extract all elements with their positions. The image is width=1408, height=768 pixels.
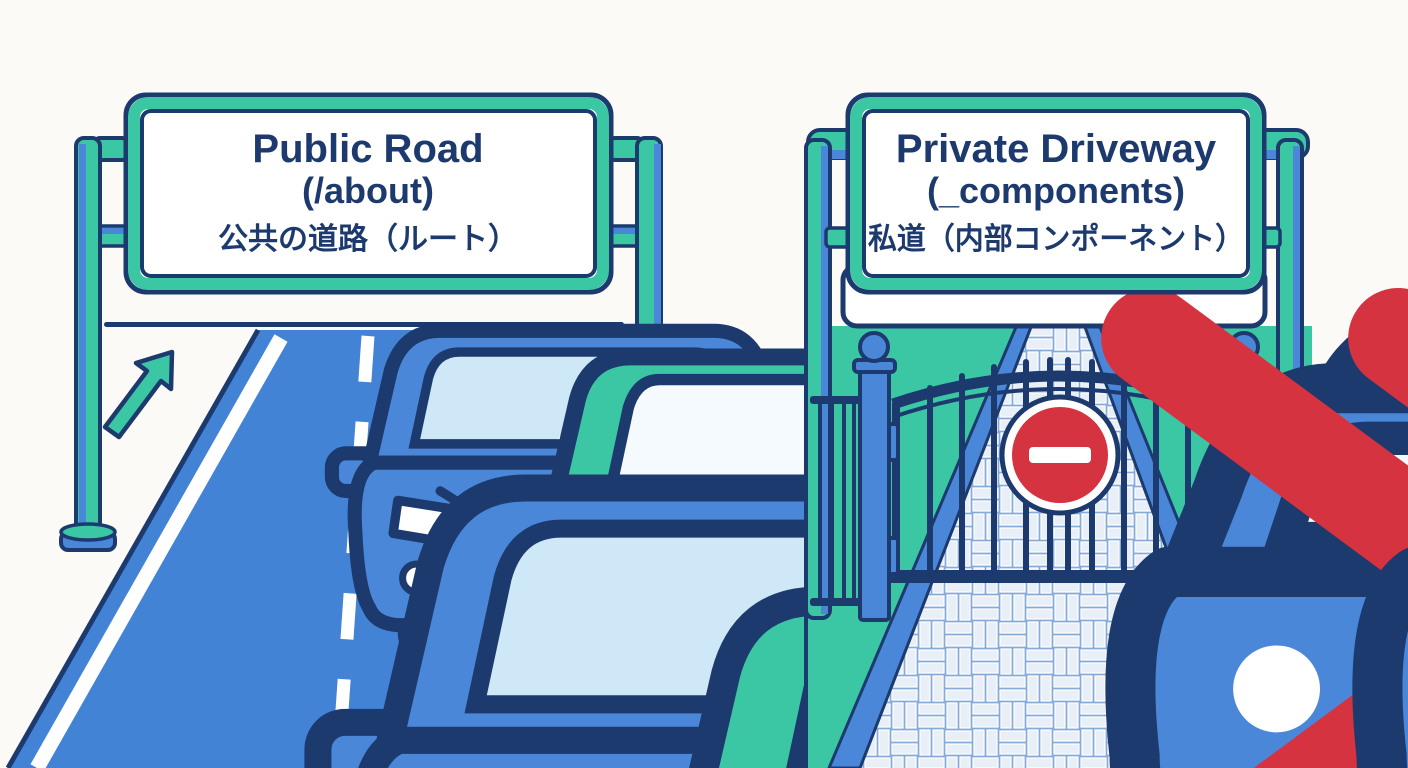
no-entry-sign [999,394,1121,516]
public-sign-subtitle-ja: 公共の道路（ルート） [218,222,518,256]
finial-ball [858,331,890,363]
private-driveway-scene: Private Driveway (_components) 私道（内部コンポー… [804,92,1408,768]
fence-left [810,396,862,606]
private-sign-subtitle: (_components) [927,170,1185,211]
public-sign-subtitle: (/about) [302,170,434,211]
private-sign-title: Private Driveway [896,127,1217,171]
gate-post-left [852,331,900,622]
sign-post-left [59,136,130,552]
public-road-sign: Public Road (/about) 公共の道路（ルート） [123,92,614,295]
public-road-scene: Public Road (/about) 公共の道路（ルート） [5,92,1408,768]
lane-stripe-left [30,334,288,768]
private-driveway-sign: Private Driveway (_components) 私道（内部コンポー… [845,92,1267,295]
public-sign-title: Public Road [252,127,483,171]
private-sign-subtitle-ja: 私道（内部コンポーネント） [868,222,1244,256]
horizon-line [104,322,624,327]
up-arrow-left [105,352,172,437]
